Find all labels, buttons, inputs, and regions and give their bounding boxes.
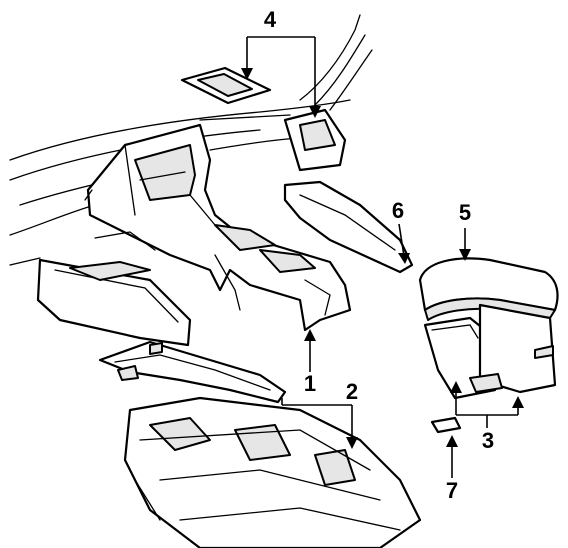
- callout-2: 2: [346, 379, 358, 404]
- floor-tray: [36, 231, 192, 347]
- part-6-side-panel: [283, 180, 414, 274]
- callout-7: 7: [446, 478, 458, 503]
- callout-5: 5: [459, 200, 471, 225]
- part-7-plug: [430, 416, 462, 434]
- callout-6: 6: [392, 198, 404, 223]
- part-3-storage-bin: [423, 303, 557, 400]
- dashboard-outline: [9, 14, 373, 266]
- callout-4: 4: [264, 7, 277, 32]
- center-console: [84, 123, 352, 332]
- leader-lines: [241, 36, 524, 478]
- floor-pan: [123, 396, 422, 548]
- callout-1: 1: [304, 371, 316, 396]
- callout-3: 3: [482, 428, 494, 453]
- part-1-bracket: [98, 340, 287, 404]
- part-4-trim-plates: [180, 66, 347, 172]
